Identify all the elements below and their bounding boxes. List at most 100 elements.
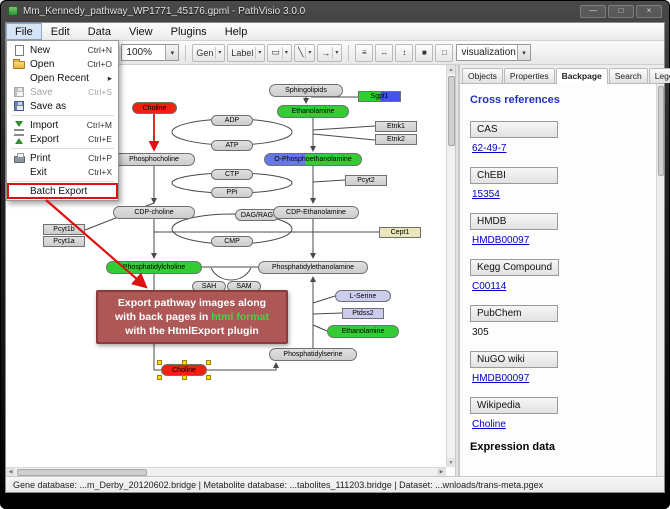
minimize-button[interactable]: — xyxy=(580,4,606,18)
selection-handle[interactable] xyxy=(157,360,162,365)
node-phosphatidylethanolamine[interactable]: Phosphatidylethanolamine xyxy=(258,261,368,274)
scroll-right-arrow-icon[interactable] xyxy=(437,467,446,476)
crossref-link[interactable]: 62-49-7 xyxy=(472,143,507,154)
menu-view[interactable]: View xyxy=(128,25,153,38)
node-etnk2[interactable]: Etnk2 xyxy=(375,134,417,145)
tab-legend[interactable]: Legend xyxy=(648,68,670,83)
visualization-dropdown-arrow-icon[interactable] xyxy=(517,45,530,60)
tab-objects[interactable]: Objects xyxy=(462,68,503,83)
node-ptdss2[interactable]: Ptdss2 xyxy=(342,308,384,319)
zoom-dropdown-arrow-icon[interactable] xyxy=(165,45,179,60)
node-ppi[interactable]: PPi xyxy=(211,187,253,198)
sidebar-scroll-thumb[interactable] xyxy=(657,86,664,176)
node-ctp[interactable]: CTP xyxy=(211,169,253,180)
dropdown-arrow-icon[interactable]: ▾ xyxy=(255,46,261,59)
panel-splitter[interactable] xyxy=(455,65,459,476)
align-center-x-button[interactable]: ≡ xyxy=(355,43,374,62)
zoom-value: 100% xyxy=(126,47,152,58)
node-pcyt1b[interactable]: Pcyt1b xyxy=(43,224,85,235)
menu-shortcut: Ctrl+E xyxy=(88,134,112,144)
node-cmp[interactable]: CMP xyxy=(211,236,253,247)
node-ethanolamine[interactable]: Ethanolamine xyxy=(277,105,349,118)
node-cdp-choline[interactable]: CDP-choline xyxy=(113,206,195,219)
align-horizontal-button[interactable]: ↔ xyxy=(375,43,394,62)
node-phosphocholine[interactable]: Phosphocholine xyxy=(113,153,195,166)
dropdown-arrow-icon[interactable]: ▾ xyxy=(215,46,221,59)
node-pcyt1a[interactable]: Pcyt1a xyxy=(43,236,85,247)
file-menu-item-open-recent[interactable]: Open Recent▸ xyxy=(8,71,117,85)
tab-search[interactable]: Search xyxy=(608,68,648,83)
stack-button[interactable]: ■ xyxy=(415,43,434,62)
scroll-down-arrow-icon[interactable] xyxy=(446,458,455,467)
node-sphingolipids[interactable]: Sphingolipids xyxy=(269,84,343,97)
line-tool[interactable]: ╲▾ xyxy=(293,43,316,62)
selection-handle[interactable] xyxy=(182,360,187,365)
crossref-link[interactable]: C00114 xyxy=(472,281,507,292)
scroll-up-arrow-icon[interactable] xyxy=(446,65,455,74)
node-phosphatidylserine[interactable]: Phosphatidylserine xyxy=(269,348,357,361)
selection-handle[interactable] xyxy=(206,360,211,365)
align-vertical-button[interactable]: ↕ xyxy=(395,43,414,62)
menu-icon-blank xyxy=(11,72,27,84)
node-ethanolamine[interactable]: Ethanolamine xyxy=(327,325,399,338)
menu-item-label: Print xyxy=(30,152,51,164)
datanode-tool[interactable]: Gen▾ xyxy=(192,43,226,62)
file-menu-item-save-as[interactable]: Save as xyxy=(8,99,117,113)
import-icon xyxy=(14,120,24,131)
menu-edit[interactable]: Edit xyxy=(50,25,70,38)
node-cdp-ethanolamine[interactable]: CDP-Ethanolamine xyxy=(273,206,359,219)
node-sgpl1[interactable]: Sgpl1 xyxy=(358,91,401,102)
tab-properties[interactable]: Properties xyxy=(503,68,555,83)
node-l-serine[interactable]: L-Serine xyxy=(335,290,391,302)
shape-tool[interactable]: ▭▾ xyxy=(267,43,292,62)
distribute-button[interactable]: □ xyxy=(435,43,454,62)
dropdown-arrow-icon[interactable]: ▾ xyxy=(281,46,288,59)
node-atp[interactable]: ATP xyxy=(211,140,253,151)
menu-help[interactable]: Help xyxy=(224,25,248,38)
crossref-link[interactable]: HMDB00097 xyxy=(472,373,530,384)
vertical-scroll-thumb[interactable] xyxy=(447,76,455,146)
close-button[interactable]: × xyxy=(636,4,662,18)
dropdown-arrow-icon[interactable]: ▾ xyxy=(332,46,338,59)
menu-item-label: Batch Export xyxy=(30,185,88,197)
titlebar[interactable]: Mm_Kennedy_pathway_WP1771_45176.gpml - P… xyxy=(0,0,670,22)
node-cept1[interactable]: Cept1 xyxy=(379,227,421,238)
label-tool[interactable]: Label▾ xyxy=(227,43,266,62)
maximize-button[interactable]: □ xyxy=(608,4,634,18)
selection-handle[interactable] xyxy=(206,375,211,380)
file-menu-item-batch-export[interactable]: Batch Export xyxy=(7,183,118,199)
sidebar-scrollbar[interactable] xyxy=(656,84,664,476)
horizontal-scroll-thumb[interactable] xyxy=(17,468,147,476)
node-o-phosphoethanolamine[interactable]: O-Phosphoethanolamine xyxy=(264,153,362,166)
scroll-left-arrow-icon[interactable] xyxy=(6,467,15,476)
visualization-combobox[interactable]: visualization xyxy=(456,44,531,61)
dropdown-arrow-icon[interactable]: ▾ xyxy=(305,46,311,59)
crossref-link[interactable]: 15354 xyxy=(472,189,500,200)
canvas-vertical-scrollbar[interactable] xyxy=(446,65,455,467)
tab-backpage[interactable]: Backpage xyxy=(555,68,608,84)
zoom-combobox[interactable]: 100% xyxy=(121,44,180,61)
selection-handle[interactable] xyxy=(157,375,162,380)
crossref-link[interactable]: Choline xyxy=(472,419,506,430)
node-adp[interactable]: ADP xyxy=(211,115,253,126)
menu-plugins[interactable]: Plugins xyxy=(170,25,207,38)
node-choline[interactable]: Choline xyxy=(132,102,177,114)
canvas-horizontal-scrollbar[interactable] xyxy=(6,467,446,476)
node-phosphatidylcholine[interactable]: Phosphatidylcholine xyxy=(106,261,202,274)
connector-tool[interactable]: →▾ xyxy=(317,43,343,62)
menu-separator xyxy=(11,181,114,182)
node-etnk1[interactable]: Etnk1 xyxy=(375,121,417,132)
selection-handle[interactable] xyxy=(182,375,187,380)
crossref-link[interactable]: HMDB00097 xyxy=(472,235,530,246)
menu-item-label: Save as xyxy=(30,100,67,112)
menu-file[interactable]: File xyxy=(6,23,42,40)
node-pcyt2[interactable]: Pcyt2 xyxy=(345,175,387,186)
menu-data[interactable]: Data xyxy=(87,25,111,38)
